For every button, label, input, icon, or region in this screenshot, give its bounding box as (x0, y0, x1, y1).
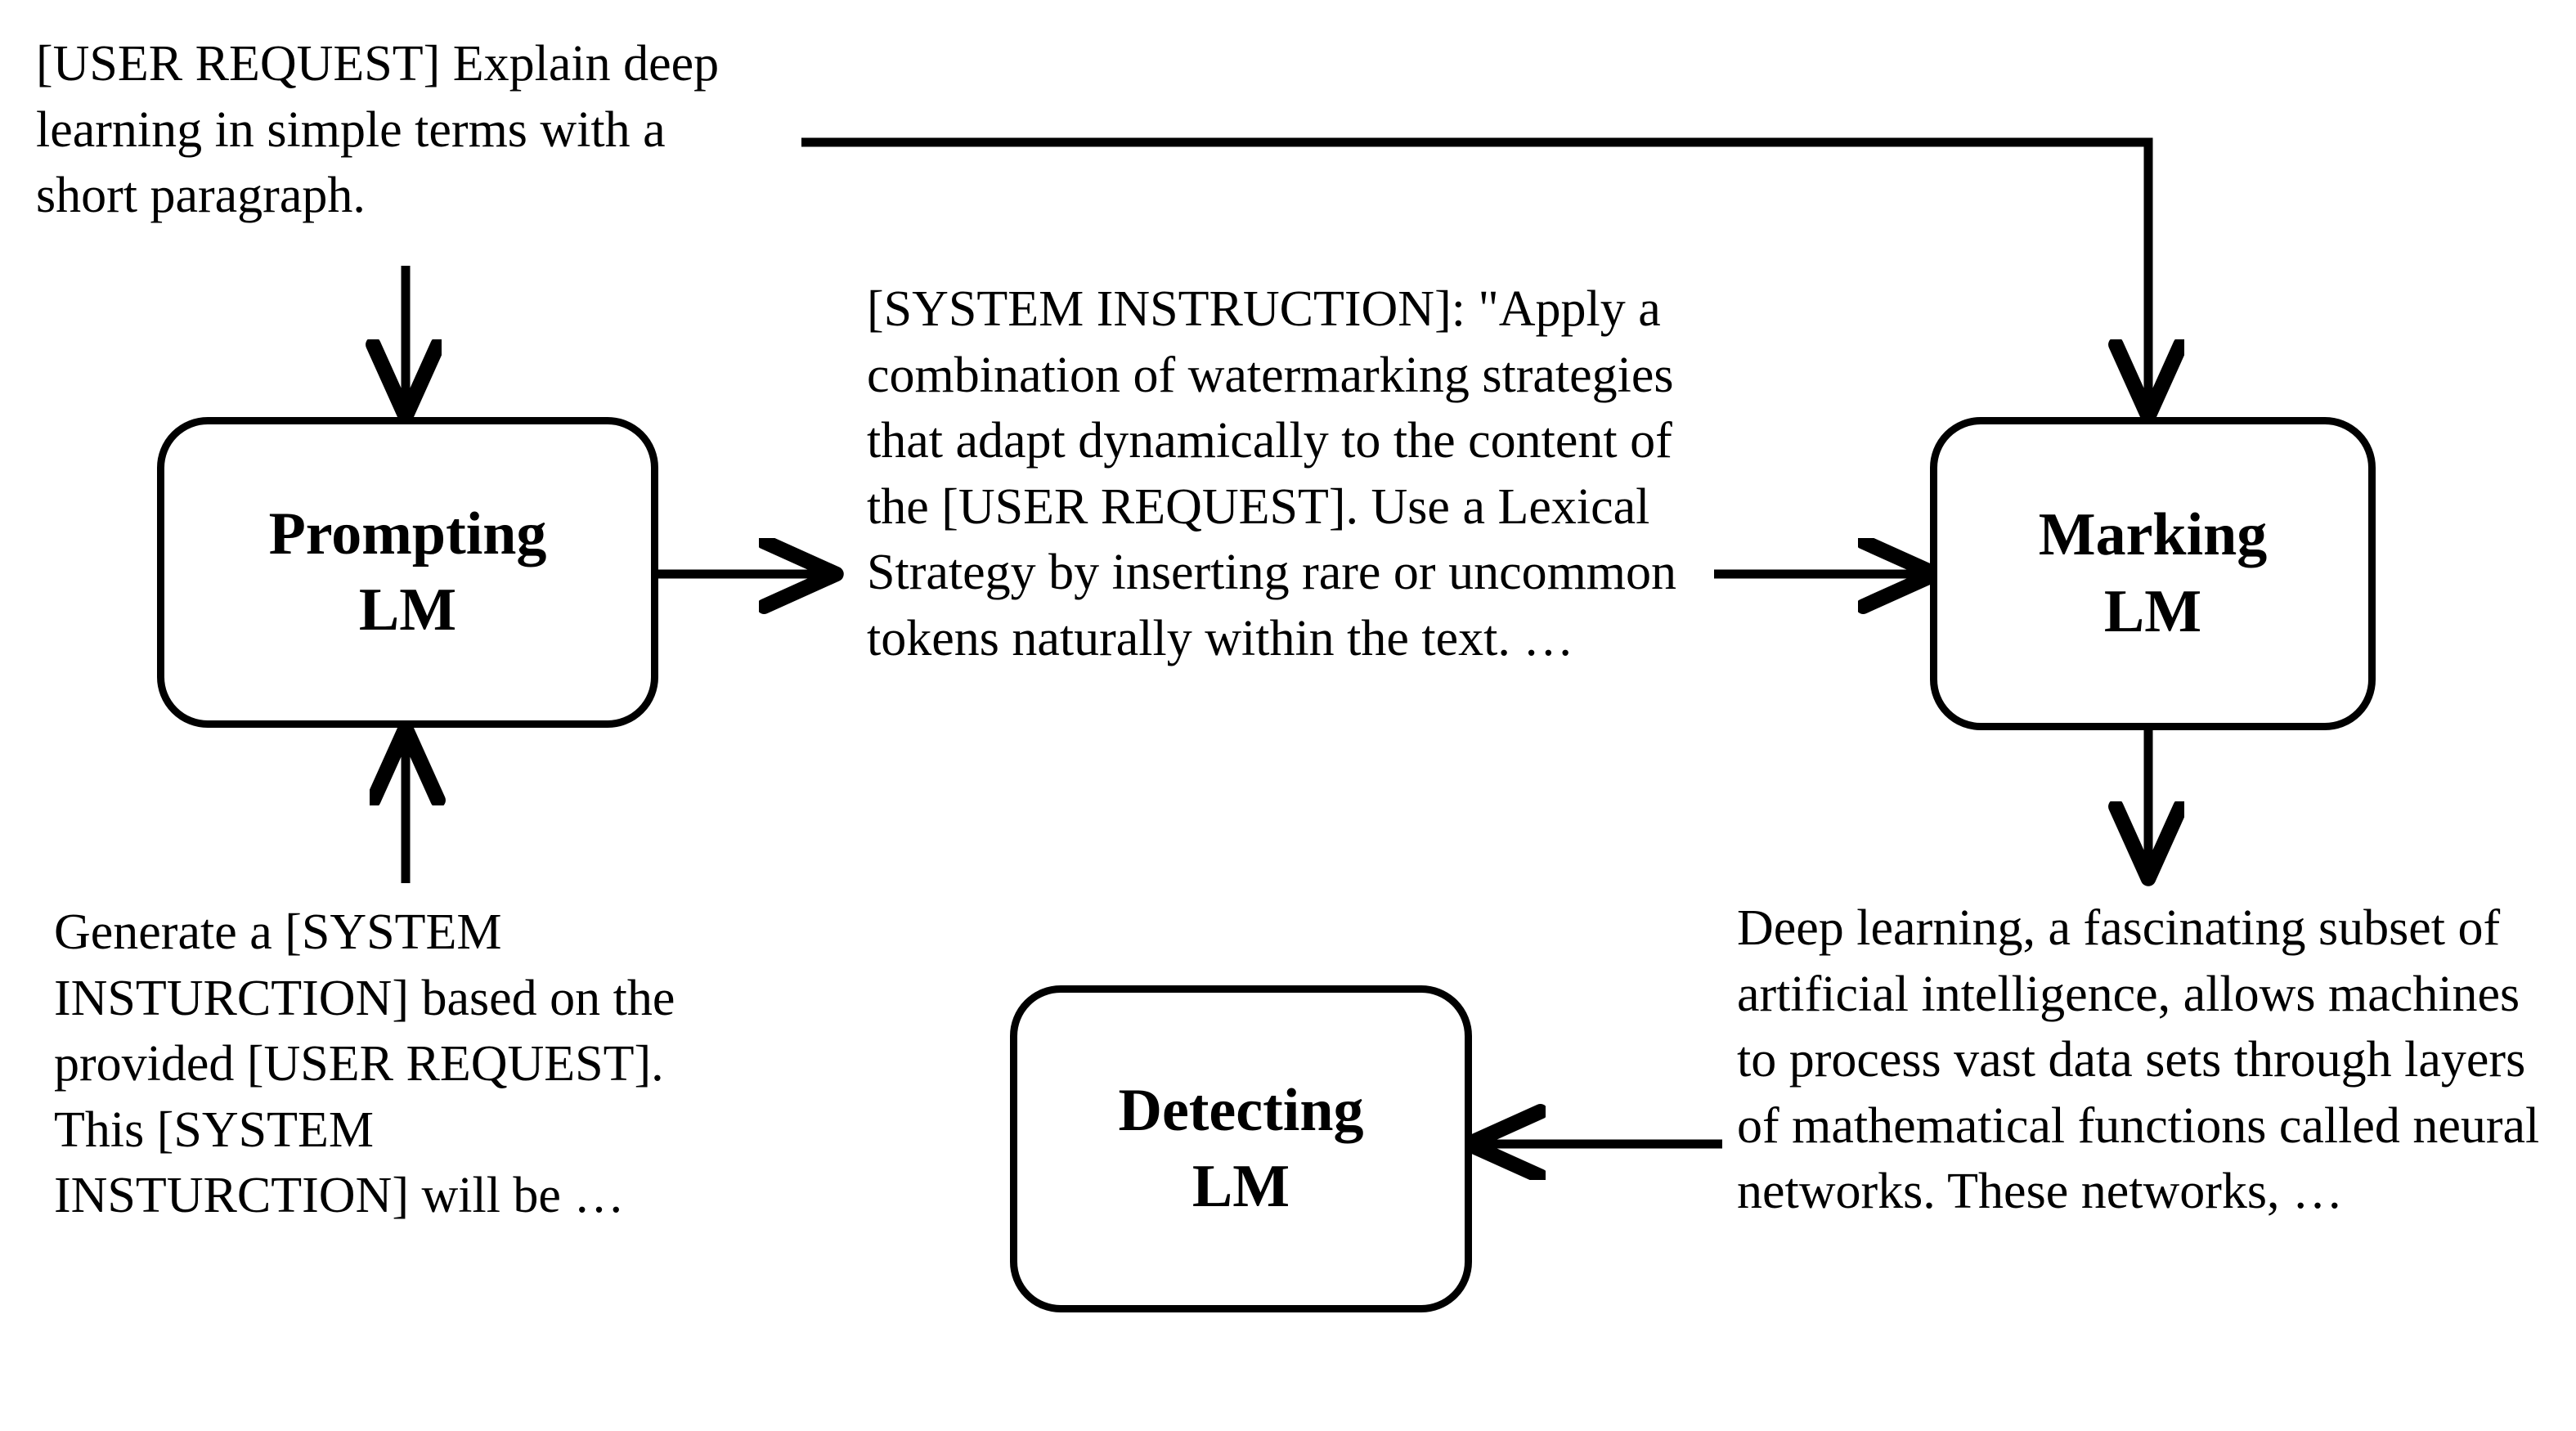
node-prompting-lm[interactable]: Prompting LM (157, 417, 658, 728)
node-marking-lm-line1: Marking (2038, 501, 2268, 569)
node-prompting-lm-line1: Prompting (268, 500, 547, 567)
node-marking-lm-line2: LM (2103, 577, 2202, 645)
user-request-text: [USER REQUEST] Explain deep learning in … (36, 36, 732, 224)
node-detecting-lm[interactable]: Detecting LM (1010, 985, 1472, 1312)
node-marking-lm[interactable]: Marking LM (1930, 417, 2376, 730)
node-detecting-lm-line1: Detecting (1118, 1076, 1364, 1144)
generate-instruction-text: Generate a [SYSTEM INSTURCTION] based on… (54, 904, 688, 1224)
node-prompting-lm-line2: LM (358, 576, 457, 644)
node-detecting-lm-line2: LM (1192, 1153, 1290, 1220)
system-instruction-text: [SYSTEM INSTRUCTION]: "Apply a combinati… (867, 281, 1690, 666)
marked-output-text: Deep learning, a fascinating subset of a… (1737, 900, 2552, 1220)
